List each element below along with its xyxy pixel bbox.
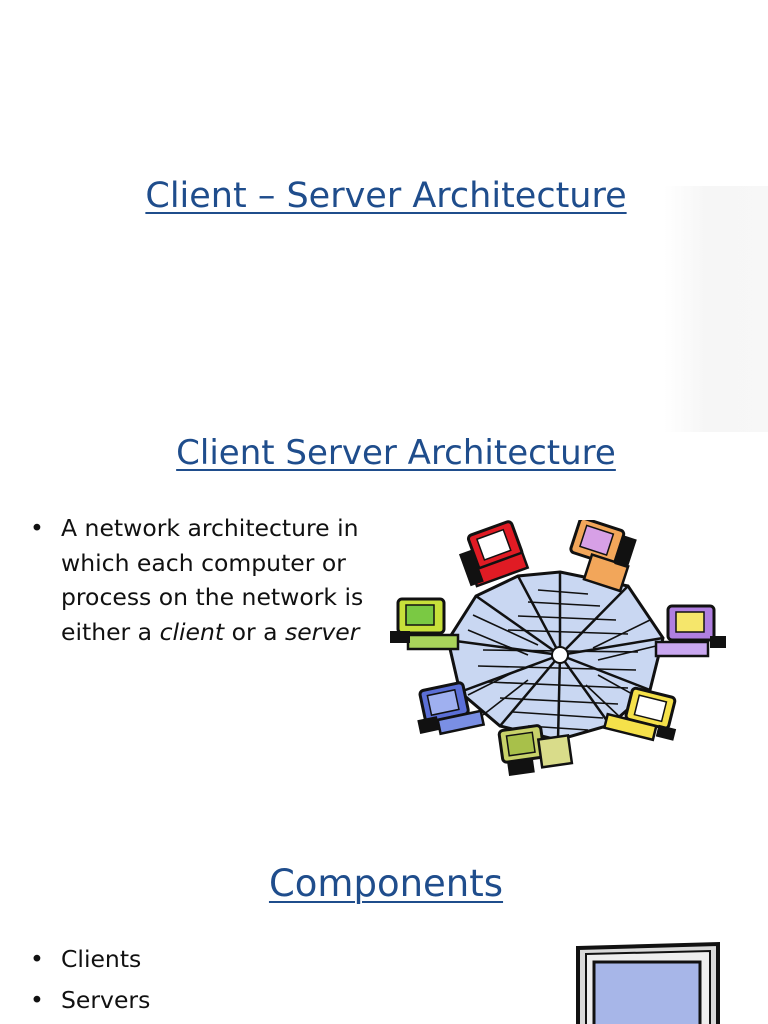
- bullet-text: A network architecture in which each com…: [61, 514, 364, 646]
- bullet-text-servers: Servers: [61, 986, 151, 1014]
- olive-computer-icon: [497, 724, 574, 776]
- monitor-icon: [576, 941, 720, 1024]
- purple-computer-icon: [654, 604, 726, 658]
- definition-bullet-list: • A network architecture in which each c…: [30, 511, 375, 649]
- bullet-text-or: or a: [224, 617, 285, 646]
- blue-computer-icon: [417, 681, 486, 736]
- green-computer-icon: [390, 597, 460, 651]
- orange-computer-icon: [569, 520, 637, 593]
- bullet-text-clients: Clients: [61, 945, 142, 973]
- components-bullet-clients: • Clients: [30, 939, 330, 980]
- definition-bullet: • A network architecture in which each c…: [30, 511, 375, 649]
- components-bullet-list: • Clients • Servers: [30, 939, 330, 1021]
- slide-title-components: Components: [268, 862, 504, 905]
- bullet-text-server: server: [284, 617, 360, 646]
- red-computer-icon: [458, 520, 530, 588]
- slide-title-architecture: Client Server Architecture: [176, 433, 616, 473]
- network-hub-icon: [446, 570, 665, 742]
- bullet-dot: •: [30, 945, 44, 973]
- bullet-dot: •: [30, 514, 44, 542]
- bullet-text-client: client: [159, 617, 225, 646]
- bullet-dot: •: [30, 986, 44, 1014]
- page-edge-shade: [664, 186, 768, 432]
- computer-monitor-clipart: [576, 941, 720, 1024]
- yellow-computer-icon: [602, 686, 677, 742]
- components-bullet-servers: • Servers: [30, 980, 330, 1021]
- slide-title-client-server: Client – Server Architecture: [145, 176, 627, 216]
- computer-network-clipart: [390, 520, 726, 776]
